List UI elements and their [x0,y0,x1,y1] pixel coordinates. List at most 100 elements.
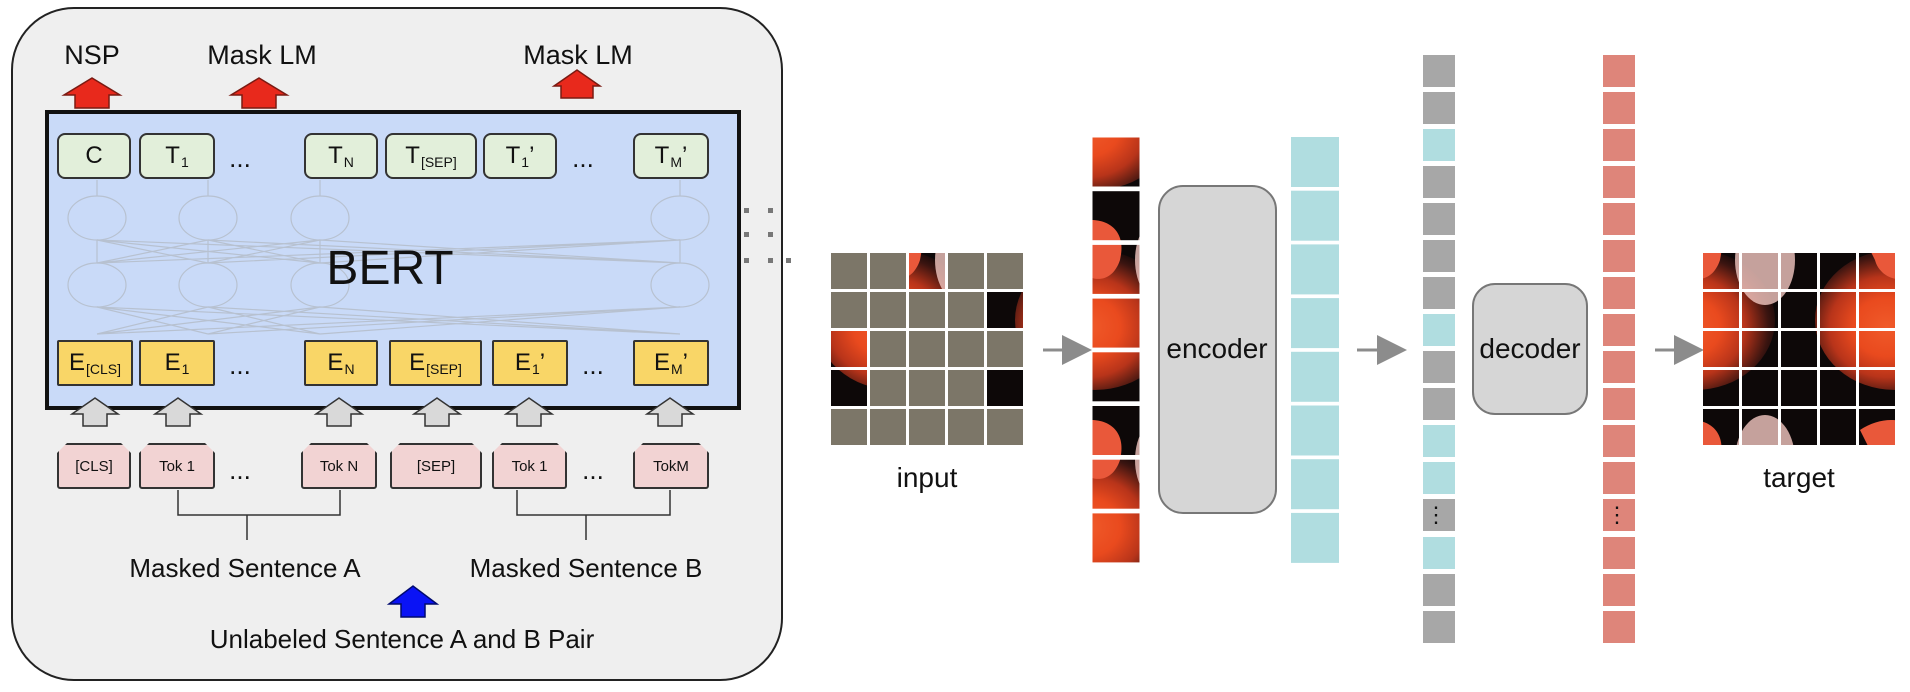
input-patch-tile [1091,512,1141,564]
pair-label: Unlabeled Sentence A and B Pair [209,624,595,654]
decoder-output-token [1603,351,1635,383]
decoder-output-token [1603,462,1635,494]
mask-token [1423,574,1455,606]
target-caption: target [1763,462,1835,493]
masked-patch [948,292,984,328]
decoder-output-token [1603,537,1635,569]
input-patch-tile [1091,243,1141,295]
masked-patch [870,253,906,289]
visible-patch [831,370,867,406]
decoder-output-token [1603,499,1635,531]
decoder-block [1472,283,1588,415]
target-image-grid [1703,253,1895,445]
masked-patch [987,331,1023,367]
mask-token [1423,240,1455,272]
target-patch [1820,253,1856,289]
masked-patch [909,331,945,367]
output-arrows [61,69,603,109]
visible-patch [909,253,945,289]
masked-patch [831,253,867,289]
encoder-block [1158,185,1277,514]
decoder-output-token [1603,92,1635,124]
input-patch-tile [1091,351,1141,403]
mask-token [1423,92,1455,124]
encoded-token [1291,459,1339,510]
encoded-token [1291,351,1339,402]
embedding-ellipsis-1: ... [229,350,251,380]
masked-patch [909,292,945,328]
target-patch [1859,370,1895,406]
visible-token [1423,462,1455,494]
decoder-output-token [1603,314,1635,346]
masked-patch [870,331,906,367]
mask-token [1423,611,1455,643]
visible-token [1423,314,1455,346]
decoder-output-token [1603,166,1635,198]
mask-token [1423,351,1455,383]
decoder-output-token [1603,55,1635,87]
input-patch-tile [1091,297,1141,349]
target-patch [1742,331,1778,367]
target-patch [1859,409,1895,445]
masked-patch [909,370,945,406]
input-token-cls: [CLS] [57,443,131,489]
decoder-output-token [1603,388,1635,420]
output-ellipsis-1: ... [229,143,251,173]
input-patch-tile [1091,458,1141,510]
encoded-token [1291,405,1339,456]
target-patch [1781,253,1817,289]
sentence-b-label: Masked Sentence B [469,553,703,583]
target-patch [1703,331,1739,367]
masked-patch [987,409,1023,445]
embedding-token-esep: E[SEP] [389,340,482,386]
decoder-output-token [1603,277,1635,309]
mask-token [1423,388,1455,420]
target-patch [1703,292,1739,328]
nsp-label: NSP [64,40,120,70]
target-patch [1703,409,1739,445]
encoded-token [1291,298,1339,349]
target-patch [1859,292,1895,328]
target-patch [1820,292,1856,328]
encoded-token [1291,512,1339,563]
decoder-output-token [1603,203,1635,235]
decoder-output-token [1603,240,1635,272]
masked-patch [870,370,906,406]
visible-token [1423,425,1455,457]
target-patch [1859,253,1895,289]
output-token-c: C [57,133,131,179]
masked-patch [987,253,1023,289]
input-patch-tile [1091,136,1141,188]
sentence-brackets [177,490,671,540]
input-patch-tile [1091,190,1141,242]
target-patch [1703,253,1739,289]
decoder-output-column [1603,55,1635,643]
output-ellipsis-2: ... [572,143,594,173]
target-patch [1742,370,1778,406]
encoded-token [1291,190,1339,241]
masked-patch [870,292,906,328]
masked-patch [948,253,984,289]
encoded-token [1291,244,1339,295]
target-patch [1820,331,1856,367]
decoder-output-ellipsis: ⋮ [1606,502,1628,527]
mask-token [1423,203,1455,235]
full-tokens-column [1423,55,1455,643]
decoder-output-token [1603,574,1635,606]
input-patch-tile [1091,405,1141,456]
target-patch [1820,409,1856,445]
encoded-token [1291,137,1339,187]
target-patch [1703,370,1739,406]
decoder-output-token [1603,611,1635,643]
visible-patches-column [1091,136,1141,564]
pair-arrow [386,585,440,618]
visible-patch [987,292,1023,328]
decoder-output-token [1603,129,1635,161]
masked-patch [909,409,945,445]
